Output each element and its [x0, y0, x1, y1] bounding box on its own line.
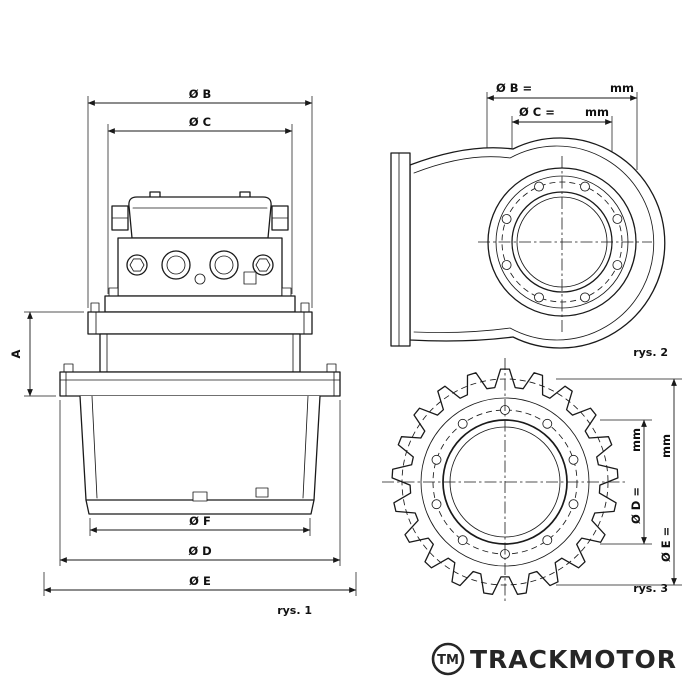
fig1-dimension-b: Ø B	[87, 87, 313, 308]
fig2-dimension-b: Ø B = mm	[486, 81, 638, 170]
fig1-dim-e-label: Ø E	[189, 574, 211, 588]
fig1-dim-f-label: Ø F	[189, 514, 211, 528]
fig3-dim-d-label: Ø D =	[629, 487, 643, 524]
figure-1-front-view: Ø B Ø C	[9, 87, 357, 617]
logo-brand-text: TRACKMOTOR	[470, 645, 677, 674]
fig3-dimension-e: Ø E = mm	[556, 378, 682, 586]
fig1-caption: rys. 1	[277, 604, 312, 617]
fig1-dimension-e: Ø E	[43, 572, 357, 596]
figure-2-side-view: Ø B = mm Ø C = mm rys. 2	[390, 81, 668, 359]
fig2-caption: rys. 2	[633, 346, 668, 359]
fig1-dim-b-label: Ø B	[189, 87, 212, 101]
fig2-housing-outline	[390, 137, 666, 349]
fig2-dim-c-label: Ø C =	[519, 105, 555, 119]
fig2-dimension-c: Ø C = mm	[511, 105, 613, 196]
fig1-dimension-c: Ø C	[107, 115, 293, 294]
fig1-dimension-d: Ø D	[59, 400, 341, 566]
fig2-bolt-holes	[501, 181, 623, 303]
fig1-dim-a-label: A	[9, 349, 23, 358]
fig1-dimension-a: A	[9, 311, 84, 397]
fig2-dim-c-unit: mm	[585, 105, 609, 119]
logo-monogram: TM	[437, 653, 459, 668]
fig2-dim-b-unit: mm	[610, 81, 634, 95]
fig3-sprocket-outline	[382, 358, 628, 604]
fig3-dim-e-label: Ø E =	[659, 527, 673, 562]
fig1-dim-d-label: Ø D	[188, 544, 211, 558]
fig1-dimension-f: Ø F	[89, 514, 311, 536]
fig3-dim-e-unit: mm	[659, 434, 673, 458]
figure-3-sprocket-view: Ø D = mm Ø E = mm rys. 3	[382, 358, 682, 604]
fig3-dim-d-unit: mm	[629, 428, 643, 452]
tm-monogram-icon	[431, 642, 465, 676]
fig2-dim-b-label: Ø B =	[496, 81, 532, 95]
fig3-dimension-d: Ø D = mm	[600, 419, 652, 545]
brand-logo: TM TRACKMOTOR	[431, 642, 677, 676]
fig1-dim-c-label: Ø C	[189, 115, 211, 129]
fig3-caption: rys. 3	[633, 582, 668, 595]
fig1-motor-outline	[59, 191, 341, 515]
